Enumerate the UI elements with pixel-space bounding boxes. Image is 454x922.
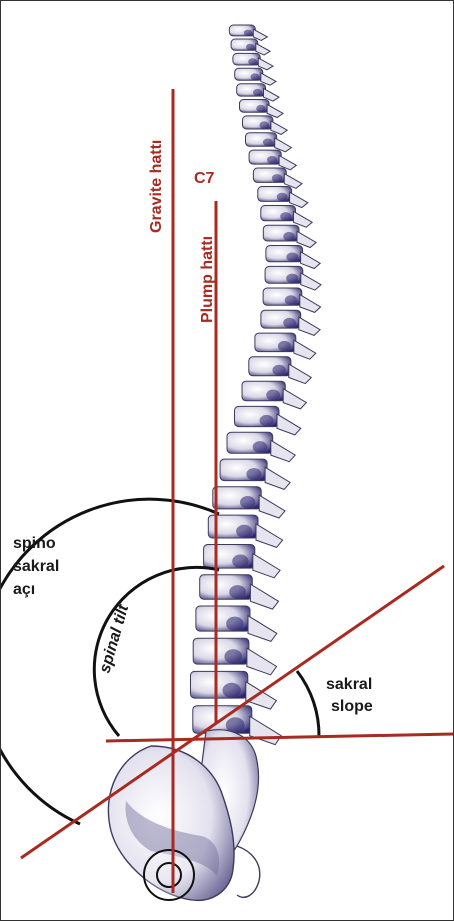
spinous-process (256, 524, 283, 548)
foramen-shadow (278, 341, 291, 351)
spinous-process (294, 340, 316, 359)
foramen-shadow (260, 415, 274, 426)
foramen-shadow (251, 73, 260, 80)
foramen-shadow (244, 30, 252, 36)
foramen-shadow (223, 683, 241, 698)
sacral-slope-label-line1: sakral (326, 676, 372, 693)
spinous-process (259, 495, 285, 518)
vertebral-column (191, 25, 322, 745)
spinous-process (271, 440, 295, 461)
sacral-slope-label-line2: slope (331, 698, 373, 715)
coccyx (237, 846, 260, 897)
foramen-shadow (267, 156, 277, 164)
foramen-shadow (277, 193, 288, 201)
spinous-process (297, 231, 316, 247)
foramen-shadow (259, 121, 269, 128)
foramen-shadow (226, 617, 243, 631)
spinous-process (247, 648, 277, 675)
spinous-process (283, 389, 306, 409)
foramen-shadow (286, 274, 298, 283)
spinal-tilt-label: spinal tilt (97, 602, 133, 675)
spinous-process (250, 584, 278, 609)
spinous-process (299, 317, 320, 335)
foramen-shadow (266, 390, 280, 401)
foramen-shadow (263, 139, 273, 147)
foramen-shadow (272, 365, 285, 376)
spinous-process (277, 414, 301, 435)
foramen-shadow (272, 174, 283, 182)
foramen-shadow (286, 252, 298, 261)
spino-sacral-angle-label-line3: açı (13, 581, 35, 598)
foramen-shadow (283, 318, 296, 328)
sacral-slope-arc (297, 671, 319, 737)
gravity-line-label: Gravite hattı (148, 140, 165, 233)
foramen-shadow (246, 44, 255, 50)
foramen-shadow (224, 649, 242, 664)
spinous-process (261, 73, 276, 85)
plumb-line-label: Plump hattı (199, 236, 216, 323)
spino-sacral-angle-label-line2: sakral (13, 558, 59, 575)
spinous-process (253, 554, 280, 578)
spinous-process (289, 364, 312, 384)
foramen-shadow (229, 585, 246, 599)
c7-label: C7 (194, 170, 215, 187)
foramen-shadow (248, 58, 257, 65)
spinous-process (300, 295, 321, 313)
spinous-process (258, 58, 273, 70)
foramen-shadow (236, 525, 252, 538)
foramen-shadow (285, 295, 297, 305)
spinous-process (250, 716, 282, 744)
spinous-process (265, 467, 290, 489)
foramen-shadow (240, 496, 255, 509)
foramen-shadow (256, 105, 265, 112)
foramen-shadow (253, 441, 268, 453)
foramen-shadow (253, 89, 262, 96)
spinous-process (253, 29, 267, 40)
spino-sacral-angle-label-line1: spino (13, 535, 56, 552)
foramen-shadow (246, 468, 261, 480)
spinous-process (294, 211, 313, 227)
foramen-shadow (280, 212, 291, 221)
spinous-process (256, 43, 270, 55)
spinous-process (301, 273, 321, 290)
foramen-shadow (232, 555, 248, 568)
spinous-process (248, 616, 277, 642)
femoral-head-outer (144, 850, 194, 900)
spinous-process (301, 252, 321, 269)
foramen-shadow (283, 232, 294, 241)
